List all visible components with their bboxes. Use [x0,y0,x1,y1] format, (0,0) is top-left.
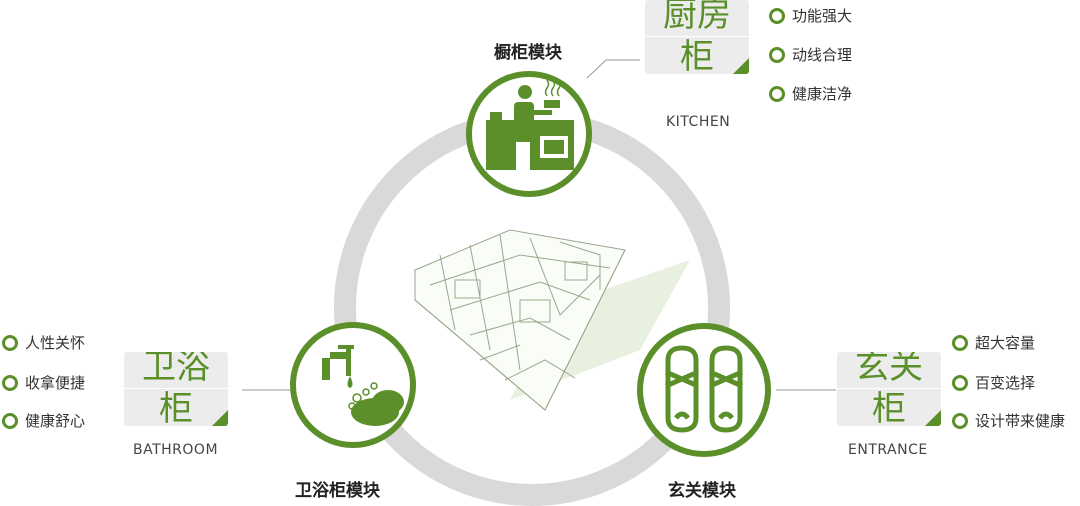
feature-label: 功能强大 [792,7,853,25]
bullet-circle-icon [2,412,18,429]
card-corner-triangle [925,410,941,426]
bullet-circle-icon [952,412,968,429]
feature-label: 百变选择 [975,374,1036,392]
kitchen-card-line2: 柜 [680,37,714,74]
bathroom-card-line2: 柜 [159,389,193,426]
feature-label: 设计带来健康 [975,412,1066,430]
feature-label: 健康舒心 [25,412,86,430]
bathroom-feature-item: 健康舒心 [2,410,85,431]
bullet-circle-icon [2,374,18,391]
card-corner-triangle [212,410,228,426]
kitchen-module-badge [466,71,592,197]
connector-lines [242,59,836,391]
kitchen-card: 厨房 柜 [645,0,749,74]
feature-label: 超大容量 [975,334,1036,352]
entrance-english-label: ENTRANCE [848,442,928,458]
kitchen-card-line1: 厨房 [663,0,731,35]
kitchen-feature-item: 动线合理 [769,44,852,65]
bullet-circle-icon [769,85,785,102]
card-divider [124,388,228,389]
card-corner-triangle [733,58,749,74]
entrance-card: 玄关 柜 [837,352,941,426]
bathroom-module-title: 卫浴柜模块 [295,481,380,501]
kitchen-feature-item: 健康洁净 [769,83,852,104]
bathroom-card-line1: 卫浴 [142,352,210,387]
card-divider [645,36,749,37]
faucet-washing-hands-icon [322,345,404,426]
entrance-card-line2: 柜 [872,389,906,426]
bathroom-module-badge [290,322,416,448]
bullet-circle-icon [952,374,968,391]
entrance-card-line1: 玄关 [855,352,923,387]
apartment-illustration [414,229,690,411]
bullet-circle-icon [769,46,785,63]
feature-label: 人性关怀 [25,334,86,352]
bullet-circle-icon [952,334,968,351]
bathroom-english-label: BATHROOM [133,442,219,458]
entrance-feature-item: 超大容量 [952,332,1035,353]
feature-label: 动线合理 [792,46,853,64]
feature-label: 收拿便捷 [25,374,86,392]
entrance-module-title: 玄关模块 [668,481,736,501]
entrance-feature-item: 百变选择 [952,372,1035,393]
kitchen-module-title: 橱柜模块 [494,43,562,63]
entrance-module-badge [637,323,771,457]
bullet-circle-icon [769,7,785,24]
kitchen-feature-item: 功能强大 [769,5,852,26]
entrance-feature-item: 设计带来健康 [952,410,1065,431]
bathroom-feature-item: 人性关怀 [2,332,85,353]
slippers-icon [664,345,744,433]
bathroom-card: 卫浴 柜 [124,352,228,426]
feature-label: 健康洁净 [792,85,853,103]
kitchen-english-label: KITCHEN [666,114,731,130]
bullet-circle-icon [2,334,18,351]
cooking-person-icon [486,79,574,170]
card-divider [837,388,941,389]
bathroom-feature-item: 收拿便捷 [2,372,85,393]
